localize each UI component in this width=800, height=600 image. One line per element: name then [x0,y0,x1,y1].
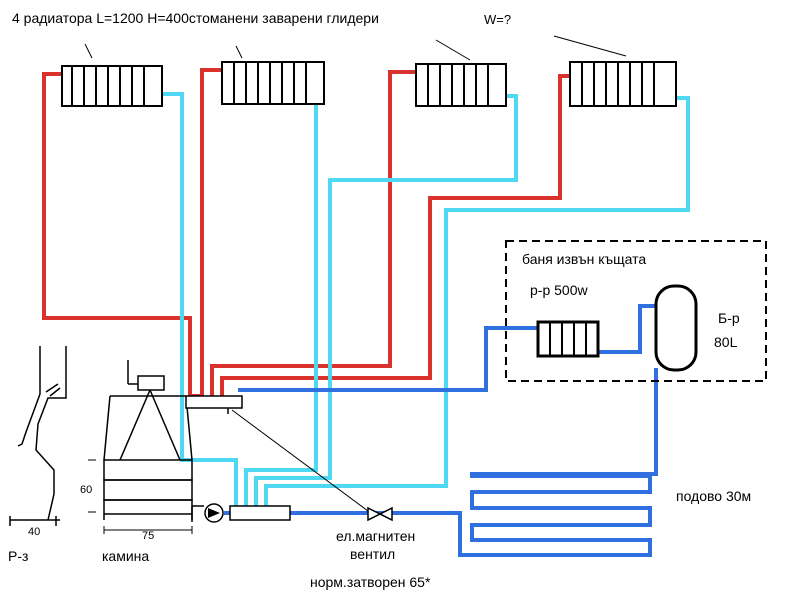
label-leader-lines [84,35,627,61]
radiator-3 [415,63,507,107]
supply-pipe-radiator-2 [200,68,222,396]
solenoid-valve-icon [367,506,393,522]
valve-label-line-3: норм.затворен 65* [310,574,431,590]
bath-outside-box [505,240,767,382]
radiator-1 [61,65,163,107]
return-pipe-radiator-2 [244,92,324,506]
bath-radiator-to-boiler-pipe [598,304,656,354]
section-label: Р-з [8,548,29,564]
boiler-tank [654,284,698,372]
power-question-label: W=? [484,12,512,27]
bath-outside-label: баня извън къщата [522,251,647,267]
valve-label-line-1: ел.магнитен [336,528,416,544]
bath-and-floor-pipes [224,304,658,557]
valve-control-line [231,409,373,515]
dimension-40-label: 40 [28,526,41,538]
fireplace-dimensions [88,459,193,534]
valve-label-line-2: вентил [350,546,396,562]
return-pipes [162,92,690,506]
floor-heating-label: подово 30м [676,488,752,504]
bath-radiator-label: р-р 500w [530,282,588,298]
return-pipe-radiator-4 [264,96,690,506]
diagram-title: 4 радиатора L=1200 H=400стоманени заваре… [12,10,379,26]
return-pipe-radiator-3 [254,94,518,506]
pump-icon [204,503,224,523]
return-manifold [229,505,291,521]
boiler-name-label: Б-р [718,310,740,326]
supply-manifold [185,395,243,409]
supply-pipe-radiator-4 [220,74,570,396]
bath-radiator [536,320,600,358]
bath-supply-pipe [238,326,538,392]
supply-pipes [42,68,570,398]
radiator-2 [221,61,325,105]
radiator-4 [569,61,677,107]
dimension-60-label: 60 [80,484,93,496]
supply-pipe-radiator-1 [42,72,200,398]
dimension-75-label: 75 [142,530,155,542]
supply-pipe-radiator-3 [210,70,416,396]
section-drawing [9,346,67,526]
fireplace [103,360,204,522]
boiler-volume-label: 80L [714,334,738,350]
fireplace-label: камина [102,548,150,564]
floor-heating-pipe [290,368,658,557]
